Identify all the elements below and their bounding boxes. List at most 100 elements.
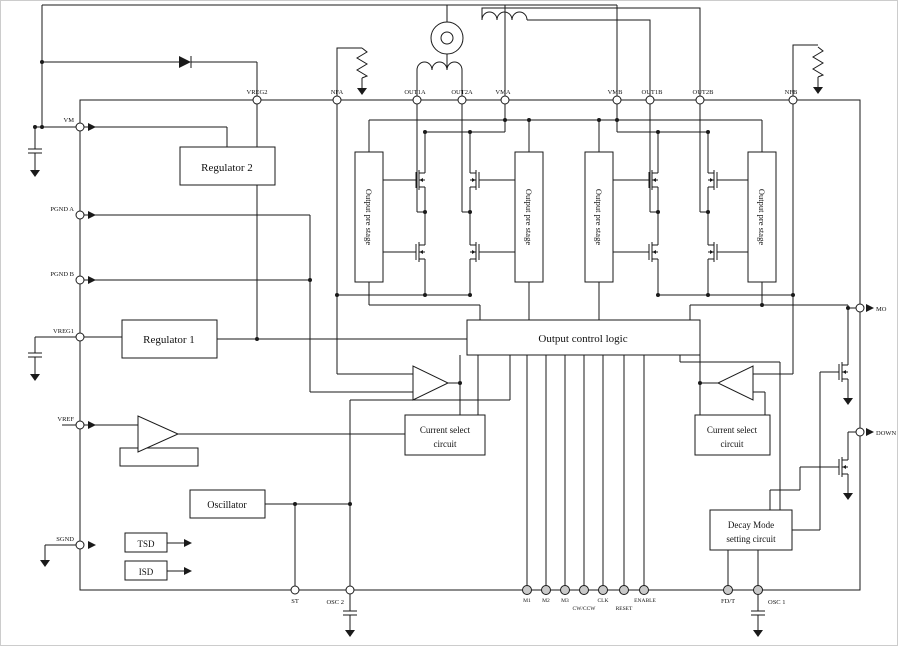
pin-m3 bbox=[560, 585, 570, 595]
pin-osc1 bbox=[753, 585, 763, 595]
pin-osc2 bbox=[345, 585, 355, 595]
motor-inner-icon bbox=[440, 31, 454, 45]
pin-clk bbox=[598, 585, 608, 595]
wires-prestage-rails bbox=[368, 119, 848, 320]
wires-bridge-a bbox=[337, 100, 515, 296]
vref-feedback-block bbox=[119, 447, 199, 467]
pin-label-nfb: NFB bbox=[785, 89, 798, 96]
pin-label-st: ST bbox=[291, 598, 299, 605]
pin-nfa bbox=[332, 95, 342, 105]
pin-label-vreg2: VREG2 bbox=[247, 89, 268, 96]
tsd-block bbox=[124, 532, 168, 553]
pin-label-cwccw: CW/CCW bbox=[573, 606, 597, 612]
pin-label-out2a: OUT2A bbox=[451, 89, 473, 96]
current-select-block-left bbox=[404, 414, 486, 456]
output-control-logic-label: Output control logic bbox=[538, 333, 627, 345]
output-pre-stage-block-a2 bbox=[514, 151, 544, 283]
pin-label-vm: VM bbox=[64, 117, 75, 124]
output-pre-stage-block-a1 bbox=[354, 151, 384, 283]
pin-cwccw bbox=[579, 585, 589, 595]
wires-right-outputs bbox=[770, 305, 860, 531]
output-pre-stage-label: Output pre stage bbox=[757, 189, 767, 245]
decay-mode-label-1: Decay Mode bbox=[728, 520, 774, 530]
isd-label: ISD bbox=[139, 567, 154, 577]
pin-label-sgnd: SGND bbox=[56, 536, 74, 543]
pin-label-fdt: FD/T bbox=[721, 598, 735, 605]
pin-out1a bbox=[412, 95, 422, 105]
pin-pgndb bbox=[75, 275, 85, 285]
wires-bridge-b bbox=[613, 100, 794, 374]
oscillator-label: Oscillator bbox=[207, 500, 247, 511]
tsd-label: TSD bbox=[137, 539, 155, 549]
pin-m2 bbox=[541, 585, 551, 595]
component-symbols bbox=[27, 11, 874, 638]
pin-vreg1 bbox=[75, 332, 85, 342]
pin-label-nfa: NFA bbox=[331, 89, 344, 96]
comparator-right-icon bbox=[716, 365, 754, 401]
pin-m1 bbox=[522, 585, 532, 595]
pin-label-pgnda: PGND A bbox=[50, 206, 74, 213]
oscillator-block bbox=[189, 489, 266, 519]
current-select-right-label-2: circuit bbox=[721, 439, 744, 449]
pin-label-osc1: OSC 1 bbox=[768, 599, 786, 606]
decay-mode-block bbox=[709, 509, 793, 551]
pin-terminals bbox=[75, 95, 865, 595]
pin-enable bbox=[639, 585, 649, 595]
junction-dots bbox=[33, 60, 850, 506]
pin-down bbox=[855, 427, 865, 437]
pin-vreg2 bbox=[252, 95, 262, 105]
pin-out1b bbox=[645, 95, 655, 105]
output-pre-stage-label: Output pre stage bbox=[594, 189, 604, 245]
wires-logic-to-pins bbox=[526, 355, 645, 590]
pin-out2a bbox=[457, 95, 467, 105]
labels: VREG2 NFA OUT1A OUT2A VMA VMB OUT1B OUT2… bbox=[50, 89, 896, 612]
pin-sgnd bbox=[75, 540, 85, 550]
vref-opamp-icon bbox=[137, 415, 180, 453]
pin-label-pgndb: PGND B bbox=[50, 271, 74, 278]
output-pre-stage-block-b1 bbox=[584, 151, 614, 283]
output-control-logic-block bbox=[466, 319, 701, 356]
current-select-block-right bbox=[694, 414, 771, 456]
pin-label-out2b: OUT2B bbox=[693, 89, 715, 96]
function-blocks bbox=[119, 146, 793, 581]
pin-label-enable: ENABLE bbox=[634, 598, 656, 604]
chip-outline bbox=[79, 99, 861, 591]
pin-label-out1a: OUT1A bbox=[404, 89, 426, 96]
pin-vref bbox=[75, 420, 85, 430]
pin-vma bbox=[500, 95, 510, 105]
pin-vmb bbox=[612, 95, 622, 105]
current-select-left-label-1: Current select bbox=[420, 425, 471, 435]
pin-nfb bbox=[788, 95, 798, 105]
regulator2-block bbox=[179, 146, 276, 186]
pin-label-m3: M3 bbox=[561, 598, 569, 604]
pin-label-vma: VMA bbox=[495, 89, 510, 96]
pin-vm bbox=[75, 122, 85, 132]
regulator1-label: Regulator 1 bbox=[143, 334, 195, 346]
wires-external-left bbox=[34, 126, 80, 558]
pin-out2b bbox=[695, 95, 705, 105]
regulator1-block bbox=[121, 319, 218, 359]
output-pre-stage-label: Output pre stage bbox=[364, 189, 374, 245]
pin-pgnda bbox=[75, 210, 85, 220]
wires-decay bbox=[679, 355, 781, 628]
pin-reset bbox=[619, 585, 629, 595]
pin-mo bbox=[855, 303, 865, 313]
wires-left-internal bbox=[80, 100, 467, 572]
current-select-right-label-1: Current select bbox=[707, 425, 758, 435]
pin-label-out1b: OUT1B bbox=[642, 89, 664, 96]
output-pre-stage-block-b2 bbox=[747, 151, 777, 283]
wires-external-top bbox=[41, 4, 819, 127]
isd-block bbox=[124, 560, 168, 581]
pin-label-vreg1: VREG1 bbox=[53, 328, 74, 335]
pin-fdt bbox=[723, 585, 733, 595]
pin-label-m2: M2 bbox=[542, 598, 550, 604]
output-pre-stage-label: Output pre stage bbox=[524, 189, 534, 245]
current-select-left-label-2: circuit bbox=[434, 439, 457, 449]
pin-label-reset: RESET bbox=[616, 606, 633, 612]
pin-label-m1: M1 bbox=[523, 598, 531, 604]
pin-label-vmb: VMB bbox=[608, 89, 623, 96]
pin-label-mo: MO bbox=[876, 306, 887, 313]
pin-label-vref: VREF bbox=[57, 416, 74, 423]
